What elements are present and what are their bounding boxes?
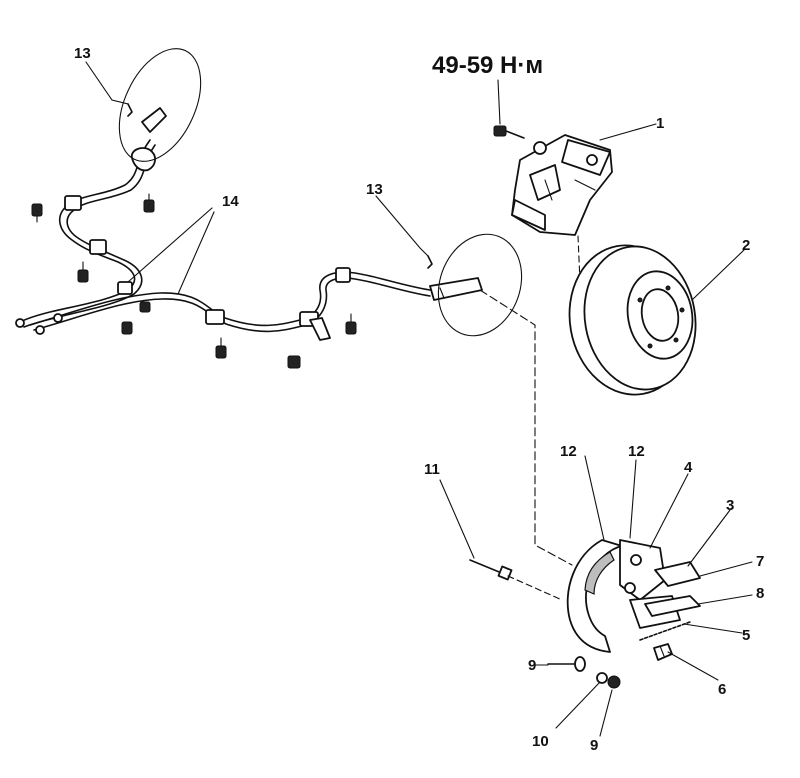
callout-12-left: 12 [560, 443, 577, 460]
callout-7: 7 [756, 553, 764, 570]
cable-bolt [345, 313, 357, 335]
clip-13-upper [127, 103, 133, 117]
callout-14: 14 [222, 193, 239, 210]
callout-5: 5 [742, 627, 750, 644]
brake-disc [568, 244, 697, 396]
caliper-bolt [493, 125, 525, 139]
cable-bolt [31, 203, 43, 223]
callout-8: 8 [756, 585, 764, 602]
callout-10: 10 [532, 733, 549, 750]
cable-bolt [121, 321, 133, 335]
washer-10 [596, 672, 608, 684]
parking-brake-shoe-assembly [566, 539, 701, 653]
callout-11: 11 [424, 461, 440, 478]
centerline-caliper [577, 235, 581, 283]
brake-caliper [511, 134, 613, 236]
leader-lines [85, 61, 753, 737]
cable-bolt [139, 301, 151, 313]
leader-torque [497, 79, 501, 125]
adjuster-6 [653, 643, 673, 661]
callout-6: 6 [718, 681, 726, 698]
cable-bolt [77, 261, 89, 283]
torque-spec-label: 49-59 Н·м [432, 52, 543, 79]
cable-bolt [143, 193, 155, 213]
callout-1: 1 [656, 115, 664, 132]
bolt-11 [469, 559, 513, 581]
parking-brake-cable-assembly [15, 107, 483, 369]
detail-circle-upper [118, 48, 202, 162]
callout-12-right: 12 [628, 443, 645, 460]
callout-13-lower: 13 [366, 181, 383, 198]
callout-4: 4 [684, 459, 693, 476]
callout-9-upper: 9 [528, 657, 536, 674]
callout-3: 3 [726, 497, 734, 514]
callout-13-upper: 13 [74, 45, 91, 62]
callout-9-lower: 9 [590, 737, 598, 754]
detail-circle-lower [437, 233, 523, 337]
clip-13-lower [427, 255, 433, 269]
spring-cup-9 [607, 675, 621, 689]
cable-bolt [215, 337, 227, 359]
cable-bolt [287, 355, 301, 369]
hold-down-pin-9 [547, 656, 586, 672]
callout-2: 2 [742, 237, 750, 254]
